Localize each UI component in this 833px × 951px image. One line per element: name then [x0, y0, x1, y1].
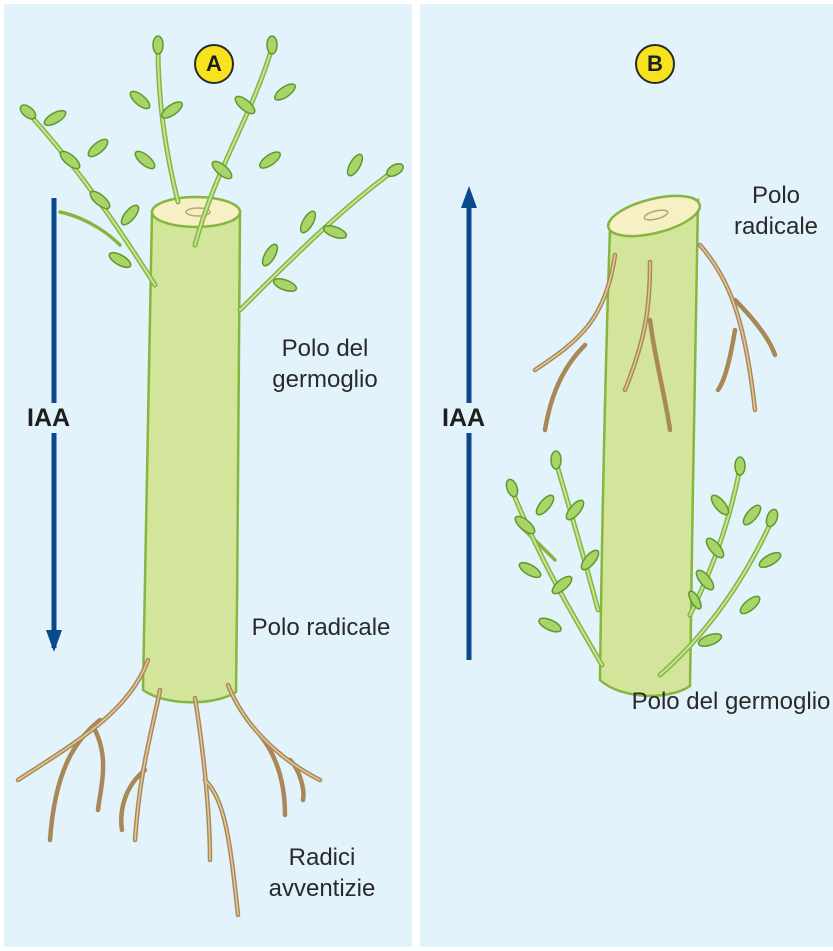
- label-adventitious-roots: Radici avventizie: [246, 842, 398, 904]
- iaa-label-a: IAA: [27, 403, 70, 433]
- arrow-head-down: [46, 630, 62, 652]
- iaa-label-b: IAA: [442, 403, 485, 433]
- label-root-pole-a: Polo radicale: [250, 612, 392, 643]
- label-root-pole-b: Polo radicale: [718, 180, 833, 242]
- badge-a: A: [194, 44, 234, 84]
- badge-b: B: [635, 44, 675, 84]
- label-shoot-pole-a: Polo del germoglio: [250, 333, 400, 395]
- arrow-head-up: [461, 186, 477, 208]
- label-shoot-pole-b: Polo del germoglio: [628, 686, 833, 717]
- stem-a: [143, 197, 240, 702]
